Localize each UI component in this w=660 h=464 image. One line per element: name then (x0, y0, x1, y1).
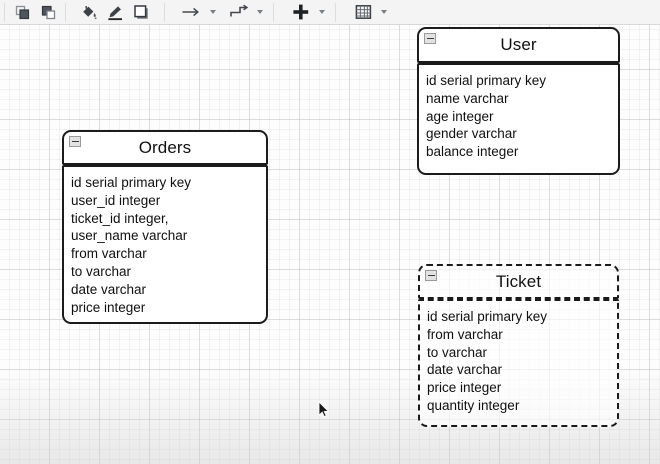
toolbar-group-arrange (9, 1, 61, 23)
entity-orders-title: Orders (138, 137, 192, 157)
entity-ticket-body[interactable]: id serial primary key from varchar to va… (418, 299, 619, 427)
entity-orders-header[interactable]: Orders (62, 130, 268, 165)
toolbar-separator (65, 2, 66, 22)
entity-field: id serial primary key (426, 73, 547, 88)
entity-field: price integer (71, 299, 146, 315)
insert-dropdown-caret[interactable] (319, 10, 325, 14)
entity-field: date varchar (71, 281, 147, 297)
toolbar-separator (4, 2, 5, 22)
table-icon (355, 5, 371, 19)
collapse-icon[interactable] (425, 270, 437, 281)
collapse-icon[interactable] (424, 33, 436, 44)
entity-orders-body[interactable]: id serial primary key user_id integer ti… (62, 165, 268, 325)
entity-field: id serial primary key (427, 309, 548, 324)
entity-ticket[interactable]: Ticket id serial primary key from varcha… (418, 264, 619, 427)
waypoints-button[interactable] (222, 1, 256, 23)
entity-user-body[interactable]: id serial primary key name varchar age i… (417, 63, 620, 175)
entity-field: ticket_id integer, (71, 210, 169, 226)
entity-field: date varchar (427, 362, 503, 378)
entity-field: id serial primary key (71, 175, 192, 190)
entity-user-header[interactable]: User (417, 27, 620, 63)
toolbar-group-style (76, 1, 154, 23)
table-button[interactable] (346, 1, 380, 23)
insert-icon (293, 4, 309, 20)
entity-field: balance integer (426, 144, 519, 160)
entity-ticket-title: Ticket (495, 271, 542, 291)
toolbar-group-table (346, 1, 387, 23)
entity-field: quantity integer (427, 397, 520, 413)
toolbar-group-connections (175, 1, 263, 23)
line-color-button[interactable] (102, 1, 128, 23)
send-to-back-button[interactable] (35, 1, 61, 23)
entity-field: to varchar (71, 263, 132, 279)
entity-field: gender varchar (426, 126, 517, 142)
entity-field: from varchar (71, 246, 147, 262)
line-style-button[interactable] (175, 1, 209, 23)
toolbar (0, 0, 660, 25)
toolbar-separator (273, 2, 274, 22)
toolbar-separator (335, 2, 336, 22)
entity-field: to varchar (427, 344, 488, 360)
entity-field: price integer (427, 380, 502, 396)
line-color-icon (108, 5, 122, 20)
toolbar-separator (164, 2, 165, 22)
line-style-icon (182, 7, 199, 17)
shadow-button[interactable] (128, 1, 154, 23)
entity-user[interactable]: User id serial primary key name varchar … (417, 27, 620, 175)
entity-orders[interactable]: Orders id serial primary key user_id int… (62, 130, 268, 325)
toolbar-group-insert (284, 1, 325, 23)
table-dropdown-caret[interactable] (381, 10, 387, 14)
entity-field: age integer (426, 108, 494, 124)
entity-field: user_id integer (71, 192, 161, 208)
fill-color-icon (83, 5, 97, 19)
fill-color-button[interactable] (76, 1, 102, 23)
insert-button[interactable] (284, 1, 318, 23)
line-style-dropdown-caret[interactable] (210, 10, 216, 14)
waypoints-icon (230, 4, 249, 17)
shadow-icon (133, 5, 148, 19)
send-to-back-icon (41, 5, 55, 19)
entity-field: user_name varchar (71, 228, 188, 244)
mouse-pointer-icon (318, 401, 330, 418)
bring-to-front-button[interactable] (9, 1, 35, 23)
entity-ticket-header[interactable]: Ticket (418, 264, 619, 299)
entity-field: name varchar (426, 90, 509, 106)
entity-field: from varchar (427, 326, 503, 342)
collapse-icon[interactable] (69, 136, 81, 147)
bring-to-front-icon (15, 5, 29, 19)
entity-user-title: User (500, 35, 537, 54)
diagram-canvas[interactable]: Orders id serial primary key user_id int… (0, 25, 660, 464)
waypoints-dropdown-caret[interactable] (257, 10, 263, 14)
